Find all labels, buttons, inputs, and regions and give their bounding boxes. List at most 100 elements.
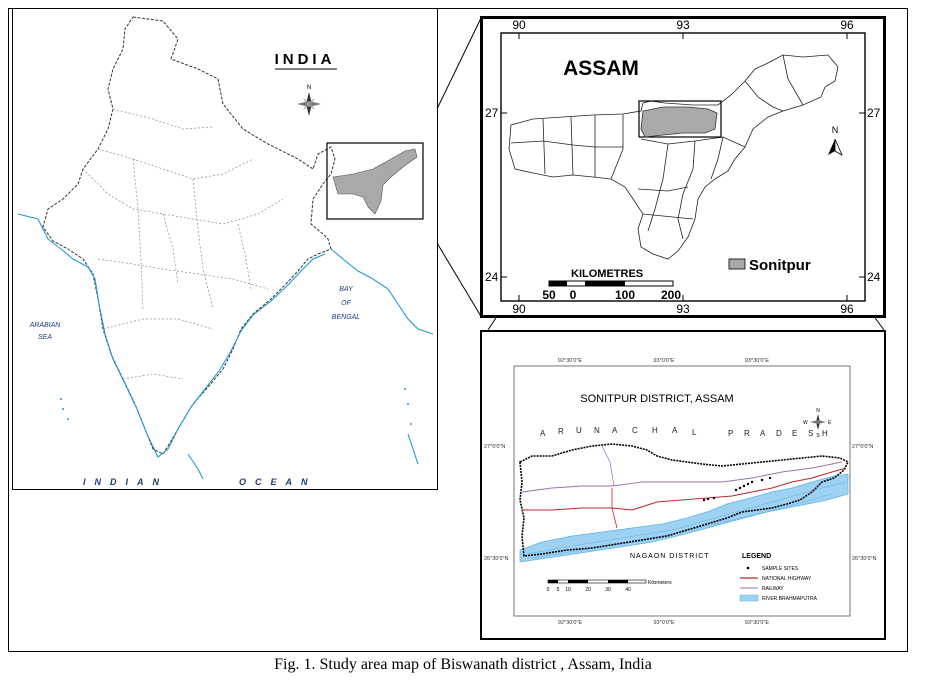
legend-title: LEGEND	[742, 553, 771, 560]
svg-text:E: E	[828, 420, 832, 426]
svg-text:C: C	[632, 426, 638, 435]
bay-label-1: BAY	[339, 286, 354, 293]
arabian-sea-label-1: ARABIAN	[29, 322, 62, 329]
legend-item-sample-sites: SAMPLE SITES	[762, 566, 799, 572]
river-brahmaputra	[519, 473, 849, 563]
svg-text:40: 40	[625, 587, 631, 593]
svg-text:S: S	[816, 433, 820, 439]
svg-text:5: 5	[557, 587, 560, 593]
svg-text:S: S	[808, 429, 813, 438]
svg-text:A: A	[760, 429, 766, 438]
india-north-label: N	[307, 85, 311, 91]
assam-left-tick-24: 24	[485, 270, 499, 284]
district-inner-frame	[513, 365, 851, 617]
svg-text:A: A	[672, 426, 678, 435]
assam-map: 90 93 96 90 93 96 27 24 27 24 ASSAM	[485, 18, 881, 316]
islands	[60, 388, 412, 425]
svg-text:L: L	[692, 428, 697, 437]
coastline	[17, 213, 434, 480]
district-scale-bar	[547, 579, 647, 584]
district-title: SONITPUR DISTRICT, ASSAM	[580, 393, 733, 405]
svg-text:H: H	[652, 426, 658, 435]
svg-text:N: N	[816, 408, 820, 414]
assam-bottom-tick-90: 90	[512, 302, 526, 315]
sonitpur-district-fill	[640, 106, 718, 138]
nagaon-label: NAGAON DISTRICT	[630, 553, 710, 560]
assam-north-arrow-icon: N	[828, 125, 843, 156]
ocean-label: OCEAN	[239, 477, 317, 487]
district-bottom-tick-3: 93°30'0"E	[745, 620, 769, 626]
bay-label-2: OF	[341, 300, 351, 307]
state-boundaries	[82, 108, 284, 380]
district-map-panel: 92°30'0"E 93°0'0"E 93°30'0"E 92°30'0"E 9…	[480, 330, 886, 640]
svg-text:A: A	[540, 429, 546, 438]
assam-top-tick-90: 90	[512, 19, 526, 32]
svg-text:D: D	[776, 429, 782, 438]
svg-text:0: 0	[547, 587, 550, 593]
legend-river-swatch	[739, 594, 759, 602]
legend-sample-dot	[746, 566, 750, 570]
district-right-tick-2: 26°30'0"N	[852, 556, 876, 562]
assam-bottom-tick-93: 93	[676, 302, 690, 315]
district-top-tick-1: 92°30'0"E	[558, 358, 582, 364]
district-bottom-tick-2: 93°0'0"E	[653, 620, 674, 626]
railway-line	[521, 461, 843, 493]
assam-north-label: N	[832, 125, 839, 135]
legend-item-railway: RAILWAY	[762, 586, 784, 592]
svg-text:10: 10	[565, 587, 571, 593]
assam-title: ASSAM	[563, 57, 639, 80]
figure-caption: Fig. 1. Study area map of Biswanath dist…	[274, 656, 652, 673]
arunachal-label: A R U N A C H A L P R A D E S H	[540, 426, 828, 438]
district-top-tick-2: 93°0'0"E	[653, 358, 674, 364]
legend-item-river: RIVER BRAHMAPUTRA	[762, 596, 818, 602]
svg-text:R: R	[744, 429, 750, 438]
district-compass-icon: N S E W	[803, 408, 832, 439]
assam-scale-title: KILOMETRES	[571, 268, 643, 280]
assam-scale-tick-50: 50	[542, 288, 556, 302]
district-map: 92°30'0"E 93°0'0"E 93°30'0"E 92°30'0"E 9…	[484, 358, 876, 626]
figure-frame	[8, 8, 908, 652]
assam-inset-box	[326, 142, 424, 220]
assam-scale-tick-100: 100	[615, 288, 635, 302]
sonitpur-legend-swatch	[728, 258, 746, 270]
assam-top-tick-96: 96	[840, 19, 854, 32]
sonitpur-boundary	[519, 443, 850, 557]
svg-text:H: H	[822, 429, 828, 438]
india-compass-icon: N	[297, 85, 321, 116]
sonitpur-inset-box	[638, 100, 722, 138]
svg-text:N: N	[594, 426, 600, 435]
svg-text:P: P	[728, 429, 733, 438]
sample-sites	[702, 476, 772, 502]
district-right-tick-1: 27°0'0"N	[852, 444, 873, 450]
district-legend: LEGEND SAMPLE SITES NATIONAL HIGHWAY RAI…	[739, 553, 818, 602]
district-left-tick-1: 27°0'0"N	[484, 444, 505, 450]
assam-right-tick-24: 24	[867, 270, 881, 284]
assam-scale-tick-200: 200	[661, 288, 681, 302]
assam-districts	[508, 54, 839, 260]
arabian-sea-label-2: SEA	[38, 334, 52, 341]
assam-top-tick-93: 93	[676, 19, 690, 32]
assam-bottom-tick-96: 96	[840, 302, 854, 315]
bay-label-3: BENGAL	[332, 314, 361, 321]
district-scale-unit: Kilometers	[648, 580, 672, 586]
district-bottom-tick-1: 92°30'0"E	[558, 620, 582, 626]
assam-left-tick-27: 27	[485, 106, 499, 120]
svg-text:W: W	[803, 420, 808, 426]
india-title: INDIA	[275, 51, 336, 68]
svg-text:20: 20	[585, 587, 591, 593]
district-left-tick-2: 26°30'0"N	[484, 556, 508, 562]
indian-label: INDIAN	[83, 477, 168, 487]
india-map: INDIA N ARABIAN SEA BAY OF BENGAL INDIAN…	[17, 16, 434, 487]
india-map-panel: INDIA N ARABIAN SEA BAY OF BENGAL INDIAN…	[12, 8, 438, 490]
svg-text:R: R	[558, 427, 564, 436]
assam-scale-bar	[548, 280, 674, 287]
svg-text:U: U	[576, 426, 582, 435]
svg-text:A: A	[612, 426, 618, 435]
india-outline	[42, 16, 336, 455]
assam-scale-tick-0: 0	[570, 288, 577, 302]
national-highway-line	[522, 467, 847, 511]
svg-text:30: 30	[605, 587, 611, 593]
legend-item-highway: NATIONAL HIGHWAY	[762, 576, 812, 582]
sonitpur-legend-label: Sonitpur	[749, 257, 811, 274]
assam-map-panel: 90 93 96 90 93 96 27 24 27 24 ASSAM	[480, 16, 886, 318]
